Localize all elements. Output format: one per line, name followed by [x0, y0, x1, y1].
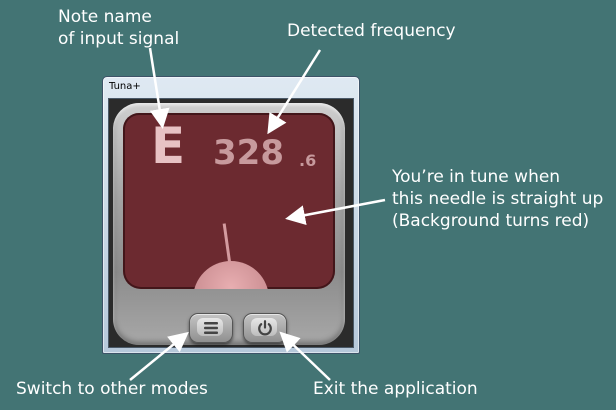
needle-hub — [193, 261, 269, 289]
callout-note-name: Note name of input signal — [58, 6, 179, 50]
callout-note-name-line2: of input signal — [58, 29, 180, 49]
callout-note-name-line1: Note name — [58, 7, 152, 27]
callout-in-tune: You’re in tune when this needle is strai… — [392, 166, 603, 232]
callout-detected-frequency: Detected frequency — [287, 21, 456, 41]
tuner-display: E 328 .6 — [123, 113, 335, 289]
title-bar[interactable]: Tuna+ — [103, 77, 359, 97]
callout-in-tune-line3: (Background turns red) — [392, 211, 590, 231]
power-icon — [258, 320, 272, 336]
switch-modes-button[interactable] — [189, 313, 233, 343]
menu-icon — [204, 322, 218, 334]
exit-button[interactable] — [243, 313, 287, 343]
callout-switch-modes: Switch to other modes — [16, 379, 208, 399]
note-name-display: E — [151, 117, 186, 175]
window-client-area: E 328 .6 — [108, 98, 354, 348]
window-title: Tuna+ — [109, 81, 141, 92]
app-window: Tuna+ E 328 .6 — [102, 76, 360, 354]
callout-in-tune-line2: this needle is straight up — [392, 189, 604, 209]
frequency-decimal-display: .6 — [299, 151, 317, 170]
frequency-display: 328 — [213, 133, 284, 173]
callout-in-tune-line1: You’re in tune when — [392, 167, 561, 187]
callout-exit-application: Exit the application — [313, 379, 478, 399]
tuner-bezel: E 328 .6 — [113, 103, 345, 345]
